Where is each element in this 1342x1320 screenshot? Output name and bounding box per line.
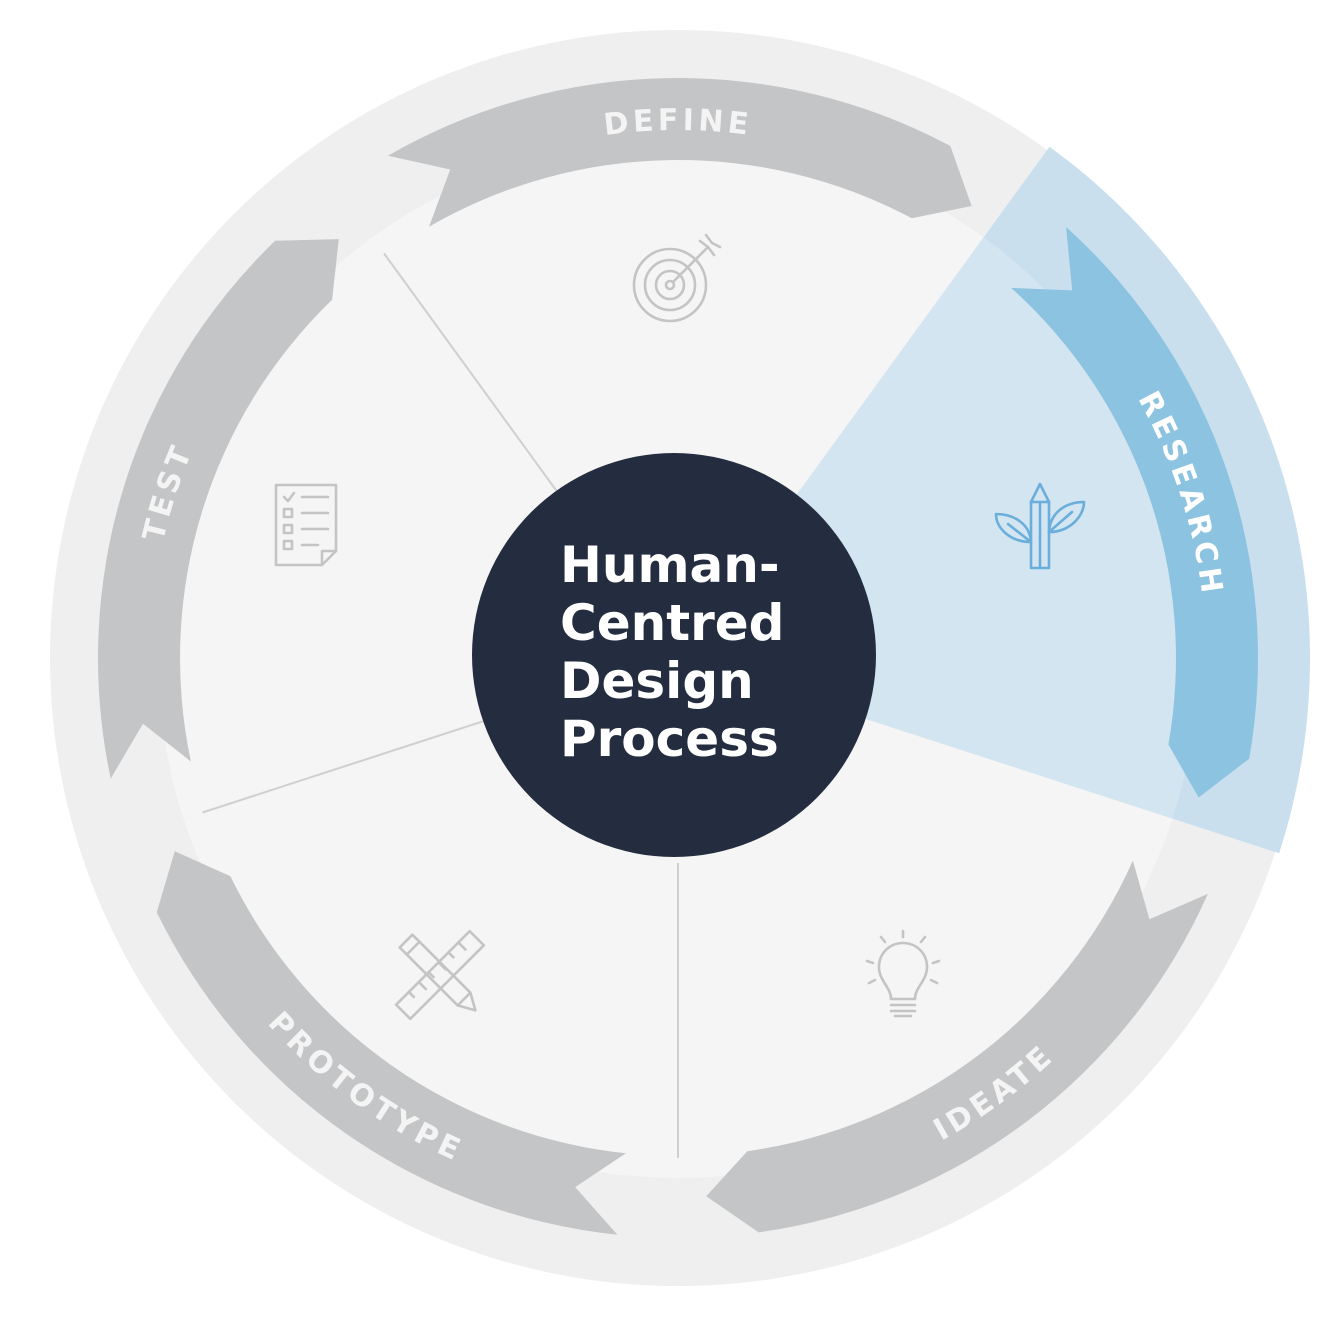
stage-arrows: [98, 78, 1259, 1235]
center-title-line-1: Human-: [560, 536, 780, 594]
center-title: Human- Centred Design Process: [560, 536, 784, 768]
center-title-line-2: Centred: [560, 594, 784, 652]
stage-arrow-prototype: [156, 851, 626, 1235]
stage-arrow-define: [388, 78, 972, 227]
checklist-icon: [274, 483, 338, 567]
lightbulb-icon: [865, 929, 941, 1018]
sector-divider: [202, 720, 484, 814]
center-title-line-4: Process: [560, 710, 779, 768]
center-title-line-3: Design: [560, 652, 754, 710]
target-icon: [632, 233, 722, 323]
pencil-ruler-icon: [394, 929, 486, 1021]
stage-arrow-research: [1011, 227, 1259, 798]
sector-define: [372, 138, 984, 658]
sector-divider: [383, 252, 559, 493]
pencil-leaves-icon: [994, 482, 1086, 570]
stage-arrow-test: [98, 239, 339, 779]
dividers: [202, 252, 679, 1158]
stage-arrow-ideate: [706, 860, 1208, 1233]
center-circle: [472, 453, 876, 857]
stage-label-define: DEFINE: [602, 103, 754, 143]
